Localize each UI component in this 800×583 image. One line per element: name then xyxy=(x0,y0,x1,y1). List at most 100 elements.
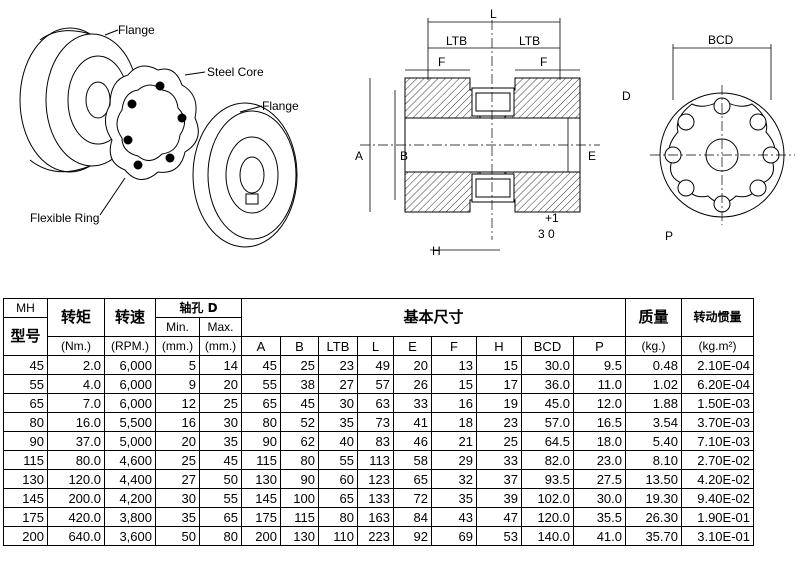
cell-BCD: 30.0 xyxy=(521,355,574,375)
cell-mass: 0.48 xyxy=(625,355,682,375)
cell-mass: 1.88 xyxy=(625,393,682,413)
cell-P: 9.5 xyxy=(573,355,626,375)
cell-A: 90 xyxy=(241,431,281,451)
header-inertia: 转动惯量 xyxy=(681,298,754,337)
cell-torque: 80.0 xyxy=(47,450,105,470)
cell-bore-min: 20 xyxy=(155,431,200,451)
cell-mh: 80 xyxy=(3,412,48,432)
cell-B: 52 xyxy=(280,412,319,432)
cell-bore-max: 55 xyxy=(199,488,242,508)
cell-B: 45 xyxy=(280,393,319,413)
cell-BCD: 93.5 xyxy=(521,469,574,489)
header-mh: MH xyxy=(3,298,48,318)
cell-LTB: 23 xyxy=(318,355,358,375)
cell-LTB: 27 xyxy=(318,374,358,394)
cell-speed: 6,000 xyxy=(104,393,156,413)
cell-A: 80 xyxy=(241,412,281,432)
cell-bore-max: 35 xyxy=(199,431,242,451)
cell-bore-max: 25 xyxy=(199,393,242,413)
section-dimensions xyxy=(369,18,580,251)
cell-H: 47 xyxy=(476,507,522,527)
cell-A: 55 xyxy=(241,374,281,394)
cell-inertia: 1.50E-03 xyxy=(681,393,754,413)
cell-F: 43 xyxy=(431,507,477,527)
cell-L: 49 xyxy=(357,355,394,375)
cell-H: 15 xyxy=(476,355,522,375)
cell-speed: 3,800 xyxy=(104,507,156,527)
cell-P: 18.0 xyxy=(573,431,626,451)
header-bore: 轴孔 D xyxy=(155,298,242,318)
cell-bore-min: 9 xyxy=(155,374,200,394)
cell-P: 23.0 xyxy=(573,450,626,470)
header-torque-unit: (Nm.) xyxy=(47,336,105,356)
cell-P: 41.0 xyxy=(573,526,626,546)
cell-inertia: 3.10E-01 xyxy=(681,526,754,546)
cell-B: 62 xyxy=(280,431,319,451)
cell-B: 38 xyxy=(280,374,319,394)
cell-L: 83 xyxy=(357,431,394,451)
cell-E: 46 xyxy=(393,431,432,451)
cell-torque: 200.0 xyxy=(47,488,105,508)
cell-mh: 175 xyxy=(3,507,48,527)
dim-LTB-right: LTB xyxy=(519,34,540,48)
cell-torque: 16.0 xyxy=(47,412,105,432)
cell-bore-min: 12 xyxy=(155,393,200,413)
cell-torque: 37.0 xyxy=(47,431,105,451)
cell-inertia: 6.20E-04 xyxy=(681,374,754,394)
cell-speed: 4,600 xyxy=(104,450,156,470)
callout-flexible-ring: Flexible Ring xyxy=(30,211,99,225)
cell-A: 130 xyxy=(241,469,281,489)
cell-B: 115 xyxy=(280,507,319,527)
cell-P: 30.0 xyxy=(573,488,626,508)
cell-mh: 115 xyxy=(3,450,48,470)
header-col-H: H xyxy=(476,336,522,356)
cell-LTB: 110 xyxy=(318,526,358,546)
header-col-E: E xyxy=(393,336,432,356)
cell-BCD: 82.0 xyxy=(521,450,574,470)
header-model: 型号 xyxy=(3,317,48,356)
header-speed-unit: (RPM.) xyxy=(104,336,156,356)
cell-A: 45 xyxy=(241,355,281,375)
cell-speed: 6,000 xyxy=(104,374,156,394)
cell-torque: 640.0 xyxy=(47,526,105,546)
cell-bore-min: 16 xyxy=(155,412,200,432)
header-bore-min: Min. xyxy=(155,317,200,337)
cell-inertia: 9.40E-02 xyxy=(681,488,754,508)
cell-L: 63 xyxy=(357,393,394,413)
callout-flange-right: Flange xyxy=(262,99,299,113)
cell-mh: 90 xyxy=(3,431,48,451)
cell-BCD: 57.0 xyxy=(521,412,574,432)
header-basic-dimensions: 基本尺寸 xyxy=(241,298,626,337)
cell-BCD: 102.0 xyxy=(521,488,574,508)
cell-E: 92 xyxy=(393,526,432,546)
cell-LTB: 55 xyxy=(318,450,358,470)
dim-A: A xyxy=(355,149,363,163)
cell-H: 17 xyxy=(476,374,522,394)
cell-B: 80 xyxy=(280,450,319,470)
header-mass: 质量 xyxy=(625,298,682,337)
cell-F: 13 xyxy=(431,355,477,375)
cell-L: 163 xyxy=(357,507,394,527)
header-col-P: P xyxy=(573,336,626,356)
dim-P: P xyxy=(665,229,673,243)
cell-bore-min: 25 xyxy=(155,450,200,470)
header-col-B: B xyxy=(280,336,319,356)
dim-L: L xyxy=(490,7,497,21)
cell-mh: 130 xyxy=(3,469,48,489)
cell-inertia: 4.20E-02 xyxy=(681,469,754,489)
end-view xyxy=(650,44,795,225)
cell-A: 200 xyxy=(241,526,281,546)
cell-P: 16.5 xyxy=(573,412,626,432)
header-col-BCD: BCD xyxy=(521,336,574,356)
cell-L: 133 xyxy=(357,488,394,508)
header-col-F: F xyxy=(431,336,477,356)
cell-L: 123 xyxy=(357,469,394,489)
cell-bore-max: 65 xyxy=(199,507,242,527)
header-bore-min-unit: (mm.) xyxy=(155,336,200,356)
cell-inertia: 7.10E-03 xyxy=(681,431,754,451)
cell-inertia: 2.10E-04 xyxy=(681,355,754,375)
